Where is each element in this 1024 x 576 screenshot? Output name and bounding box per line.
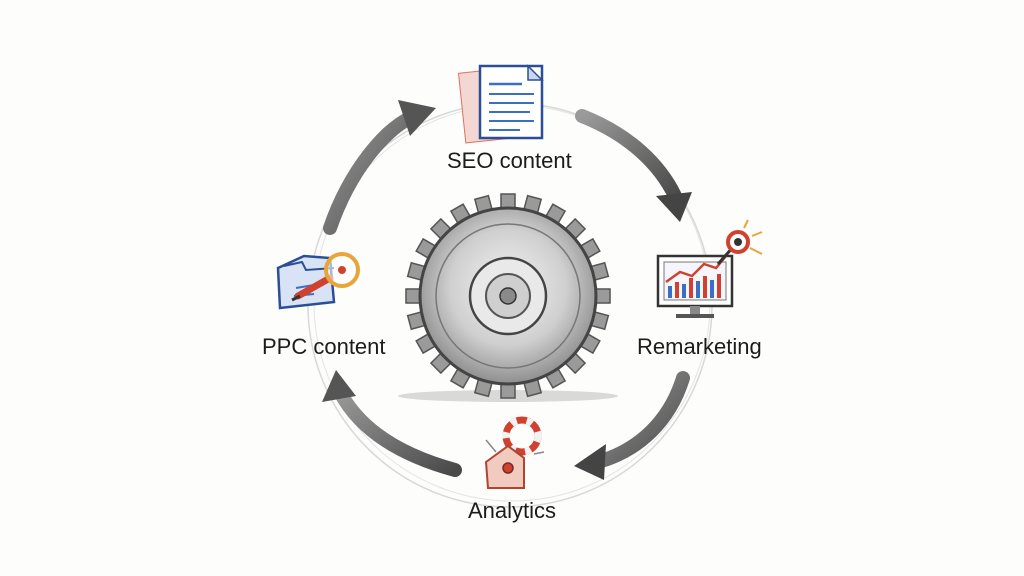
node-label-ppc: PPC content (262, 334, 386, 359)
arrow-remarketing-to-analytics (574, 371, 690, 480)
document-icon (457, 64, 544, 144)
node-label-remarketing: Remarketing (637, 334, 762, 359)
arrow-seo-to-remarketing (575, 109, 692, 222)
gear-icon (398, 193, 618, 402)
arrow-ppc-to-seo (323, 100, 436, 235)
node-label-seo: SEO content (447, 148, 572, 173)
tag-target-icon (484, 416, 545, 489)
folder-magnifier-icon (276, 252, 360, 310)
node-label-analytics: Analytics (468, 498, 557, 523)
monitor-chart-icon (656, 219, 763, 318)
arrow-analytics-to-ppc (322, 370, 462, 477)
